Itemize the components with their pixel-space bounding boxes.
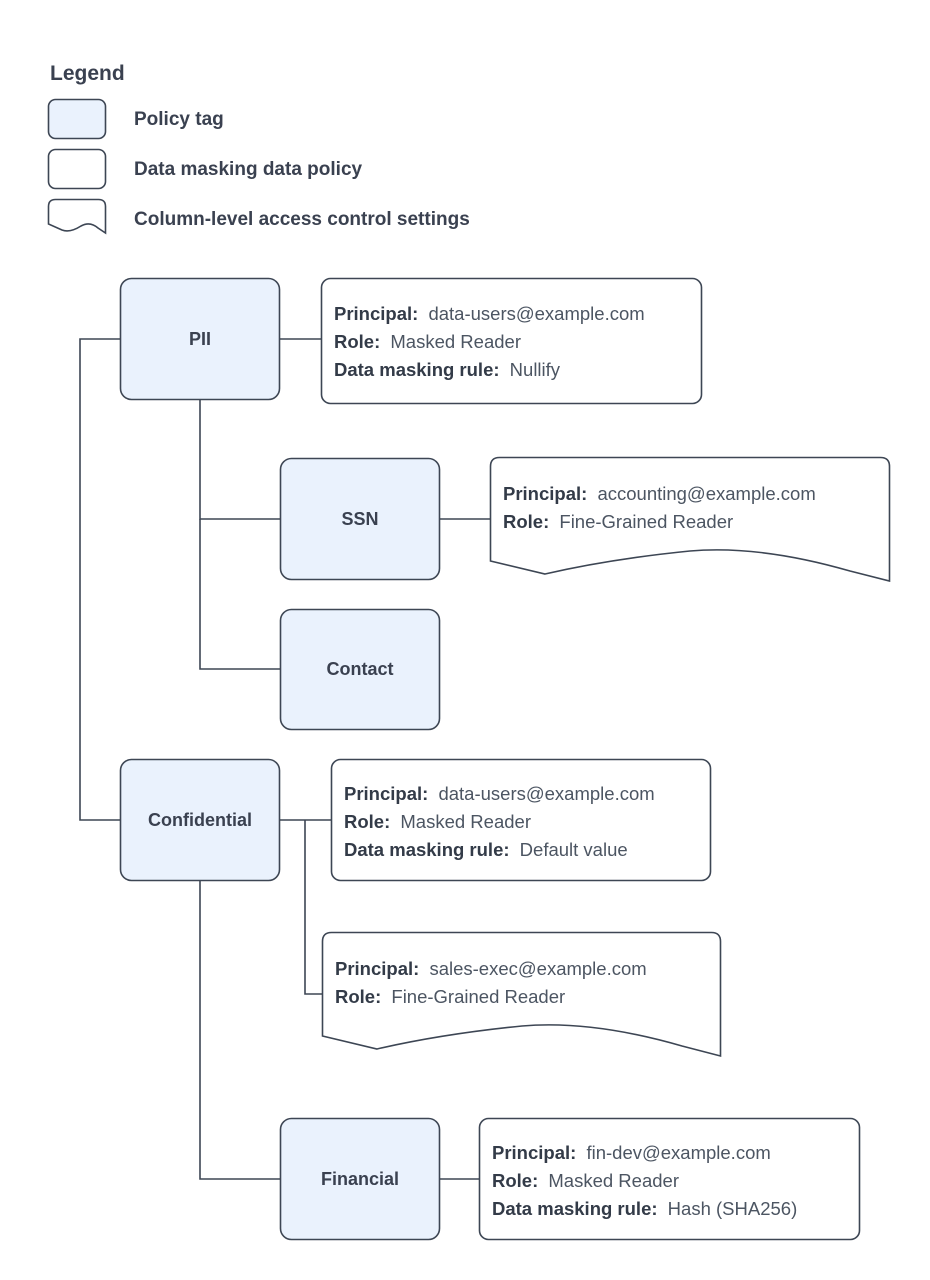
node-ssn-label: SSN [341,509,378,529]
policy-confidential-box [330,758,712,882]
connectors [79,338,490,1180]
node-financial[interactable]: Financial [279,1117,441,1241]
policy-financial-line-2: Data masking rule: Hash (SHA256) [492,1198,797,1219]
policy-ssn-policy: Principal: accounting@example.com Role: … [489,456,891,583]
node-pii-label: PII [189,329,211,349]
node-contact-fill [280,609,440,730]
policy-pii-box [320,277,703,405]
policy-ssn-line-1: Role: Fine-Grained Reader [503,511,733,532]
policy-financial-line-1: Role: Masked Reader [492,1170,679,1191]
policy-confidential-fill [331,759,711,881]
policy-confidential-access: Principal: sales-exec@example.com Role: … [321,931,722,1058]
node-financial-fill [280,1118,440,1240]
policy-tag-swatch [47,98,107,140]
access-control-swatch [47,198,107,235]
node-financial-label: Financial [321,1169,399,1189]
policy-ssn-fill [490,457,890,581]
policy-confidential-policy: Principal: data-users@example.com Role: … [330,758,712,882]
connector-pii-to-contact [199,519,280,670]
policy-financial-line-0: Principal: fin-dev@example.com [492,1142,771,1163]
connector-confidential-to-financial [199,880,280,1180]
node-pii-fill [120,278,280,400]
policy-confidential-access-line-0: Principal: sales-exec@example.com [335,958,647,979]
policy-financial-policy: Principal: fin-dev@example.com Role: Mas… [478,1117,861,1241]
connector-confidential-to-access [304,820,322,995]
node-pii[interactable]: PII [119,277,281,401]
legend-title: Legend [50,62,125,85]
node-contact-label: Contact [327,659,394,679]
policy-pii-policy: Principal: data-users@example.com Role: … [320,277,703,405]
node-contact[interactable]: Contact [279,608,441,731]
node-ssn[interactable]: SSN [279,457,441,581]
node-confidential-fill [120,759,280,881]
node-confidential[interactable]: Confidential [119,758,281,882]
policy-tag-swatch-fill [48,99,106,139]
policy-confidential-access-box [321,931,722,1058]
policy-financial-fill [479,1118,860,1240]
policy-pii-line-1: Role: Masked Reader [334,331,521,352]
policy-confidential-access-fill [322,932,721,1056]
legend-label-data-policy: Data masking data policy [134,159,363,180]
policy-confidential-line-1: Role: Masked Reader [344,811,531,832]
data-policy-swatch-fill [48,149,106,189]
policy-confidential-line-2: Data masking rule: Default value [344,839,628,860]
policy-financial-box [478,1117,861,1241]
policy-confidential-line-0: Principal: data-users@example.com [344,783,655,804]
legend-label-policy-tag: Policy tag [134,109,224,130]
data-policy-swatch [47,148,107,190]
policy-pii-line-2: Data masking rule: Nullify [334,359,561,380]
legend: Legend Policy tag Data masking data poli… [47,62,470,235]
access-control-swatch-fill [48,199,106,233]
policy-pii-fill [321,278,702,404]
policy-pii-line-0: Principal: data-users@example.com [334,303,645,324]
node-ssn-fill [280,458,440,580]
policy-ssn-line-0: Principal: accounting@example.com [503,483,816,504]
node-contact-box [279,608,441,731]
connector-root-rail [79,338,120,821]
legend-label-access-control: Column-level access control settings [134,209,470,230]
node-confidential-label: Confidential [148,810,252,830]
connector-pii-to-ssn [199,400,280,520]
policy-ssn-box [489,456,891,583]
node-financial-box [279,1117,441,1241]
node-ssn-box [279,457,441,581]
node-pii-box [119,277,281,401]
node-confidential-box [119,758,281,882]
policy-confidential-access-line-1: Role: Fine-Grained Reader [335,986,565,1007]
